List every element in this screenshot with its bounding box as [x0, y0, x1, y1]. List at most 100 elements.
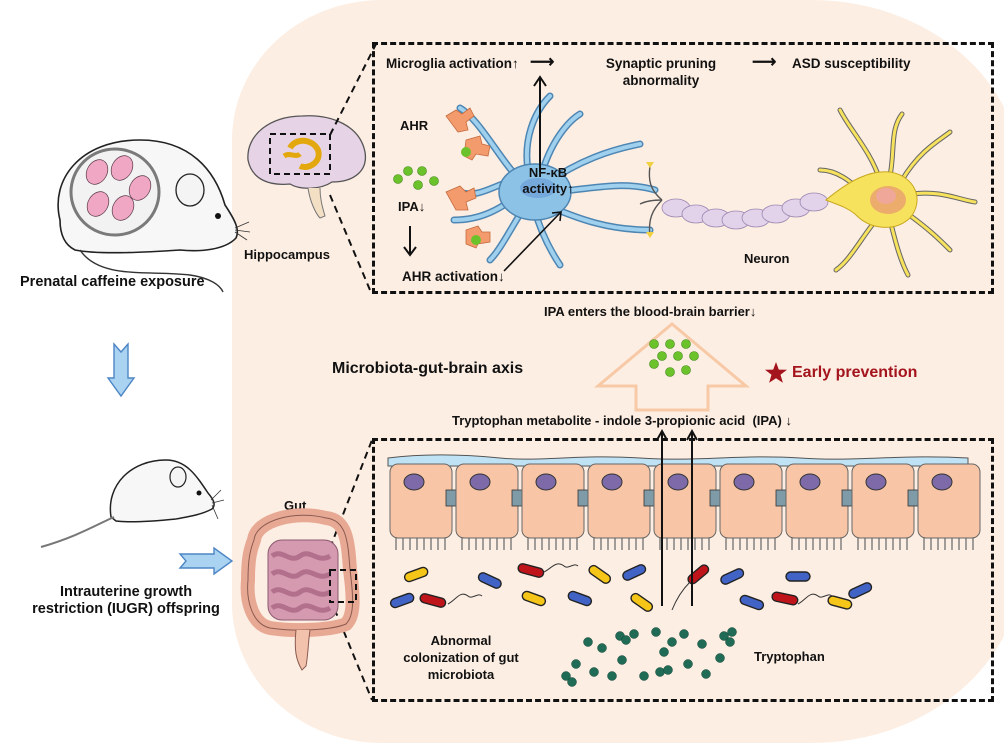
cell-nucleus: [601, 473, 623, 491]
ahr-receptor: [445, 185, 477, 211]
tight-junction: [775, 489, 787, 507]
tight-junction: [445, 489, 457, 507]
ahr-label: AHR: [400, 118, 429, 133]
bacterium: [785, 571, 811, 582]
synaptic-pruning-line1: Synaptic pruning: [605, 56, 717, 71]
microvilli: [395, 538, 446, 550]
tryptophan-dot: [727, 627, 737, 637]
tight-junction: [577, 489, 589, 507]
tryptophan-dot: [567, 677, 577, 687]
tryptophan-dot: [719, 631, 729, 641]
ipa-metabolite-label: Tryptophan metabolite - indole 3-propion…: [452, 413, 792, 428]
neuron-illustration: [639, 107, 978, 278]
tryptophan-dot: [639, 671, 649, 681]
arrow-tryptophan-to-ipa-1: [656, 428, 668, 606]
tight-junction: [841, 489, 853, 507]
bacterium: [622, 564, 647, 581]
bacterium: [389, 592, 415, 609]
bacterium: [517, 563, 545, 578]
colonization-line2: colonization of gut: [403, 650, 519, 665]
tryptophan-dot: [725, 637, 735, 647]
bacterium: [848, 582, 873, 599]
cell-nucleus: [931, 473, 953, 491]
epithelial-cell: [917, 463, 981, 550]
tryptophan-dot: [589, 667, 599, 677]
microvilli: [725, 538, 776, 550]
down-arrow-ipa-to-ahr: [403, 226, 417, 257]
tryptophan-dot: [683, 659, 693, 669]
tight-junction: [907, 489, 919, 507]
neuron-label: Neuron: [744, 251, 790, 266]
tryptophan-dot: [621, 635, 631, 645]
ipa-molecules: [393, 166, 439, 190]
ipa-dot: [649, 339, 659, 349]
epithelial-cell: [719, 463, 787, 550]
bbb-label: IPA enters the blood-brain barrier↓: [544, 304, 757, 319]
bacterium: [419, 593, 447, 608]
gut-detail-box: [372, 438, 994, 702]
ahr-receptor: [445, 107, 475, 133]
prenatal-caffeine-exposure-label: Prenatal caffeine exposure: [20, 274, 205, 290]
ipa-dot: [417, 166, 427, 176]
arrow-nfkb-to-microglia-activation: [533, 75, 547, 172]
ahr-activation-label: AHR activation↓: [402, 269, 505, 284]
tryptophan-dot: [571, 659, 581, 669]
tight-junction: [643, 489, 655, 507]
pathway-arrow-1: ⟶: [530, 52, 555, 71]
cell-nucleus: [733, 473, 755, 491]
tryptophan-dot: [663, 665, 673, 675]
synaptic-pruning-line2: abnormality: [622, 73, 700, 88]
iugr-label-line2: restriction (IUGR) offspring: [32, 601, 220, 617]
microvilli: [527, 538, 578, 550]
tryptophan-dot: [715, 653, 725, 663]
epithelial-cell: [653, 463, 721, 550]
epithelial-cell: [587, 463, 655, 550]
microbiota-gut-brain-axis-arrow: [593, 322, 751, 412]
pathway-arrow-2: ⟶: [752, 52, 777, 71]
mucus-layer: [387, 454, 969, 467]
tryptophan-dot: [561, 671, 571, 681]
synaptic-pruning-label: Synaptic pruning abnormality: [596, 55, 726, 89]
tight-junction: [709, 489, 721, 507]
pregnant-mouse-illustration: [57, 139, 251, 293]
cell-nucleus: [667, 473, 689, 491]
ipa-dot: [393, 174, 403, 184]
cell-nucleus: [535, 473, 557, 491]
bacterium: [771, 591, 799, 606]
ipa-dot: [665, 339, 675, 349]
tryptophan-dot: [607, 671, 617, 681]
bacterium: [403, 566, 429, 583]
iugr-offspring-label: Intrauterine growth restriction (IUGR) o…: [26, 584, 226, 618]
microglia-cell-illustration: [445, 92, 659, 269]
bacterium: [588, 564, 612, 584]
cell-nucleus: [865, 473, 887, 491]
iugr-mouse-illustration: [40, 459, 225, 548]
tryptophan-dot: [617, 655, 627, 665]
gut-bacteria-illustration: [389, 563, 873, 612]
microvilli: [593, 538, 644, 550]
epithelial-cell: [389, 463, 457, 550]
tryptophan-dot: [667, 637, 677, 647]
ipa-decrease-label: IPA↓: [398, 199, 426, 214]
bacterium: [477, 572, 502, 589]
star-icon: [765, 362, 787, 383]
cell-nucleus: [469, 473, 491, 491]
nfkb-activity-label: NF-κB activity↑: [508, 165, 588, 197]
ipa-dot: [681, 365, 691, 375]
arrow-tryptophan-to-ipa-2: [686, 428, 698, 606]
microvilli: [659, 538, 710, 550]
microbiota-gut-brain-axis-label: Microbiota-gut-brain axis: [332, 360, 524, 377]
bacterium: [720, 568, 745, 585]
abnormal-colonization-label: Abnormal colonization of gut microbiota: [386, 632, 536, 683]
tryptophan-dot: [679, 629, 689, 639]
early-prevention-label: Early prevention: [792, 364, 918, 381]
bacterium: [521, 590, 547, 607]
bacterium: [739, 594, 765, 611]
epithelial-cell: [455, 463, 523, 550]
asd-susceptibility-label: ASD susceptibility: [792, 56, 911, 71]
microvilli: [791, 538, 842, 550]
ipa-dot: [681, 339, 691, 349]
bacterium: [687, 564, 710, 585]
nfkb-line1: NF-κB: [528, 165, 568, 180]
